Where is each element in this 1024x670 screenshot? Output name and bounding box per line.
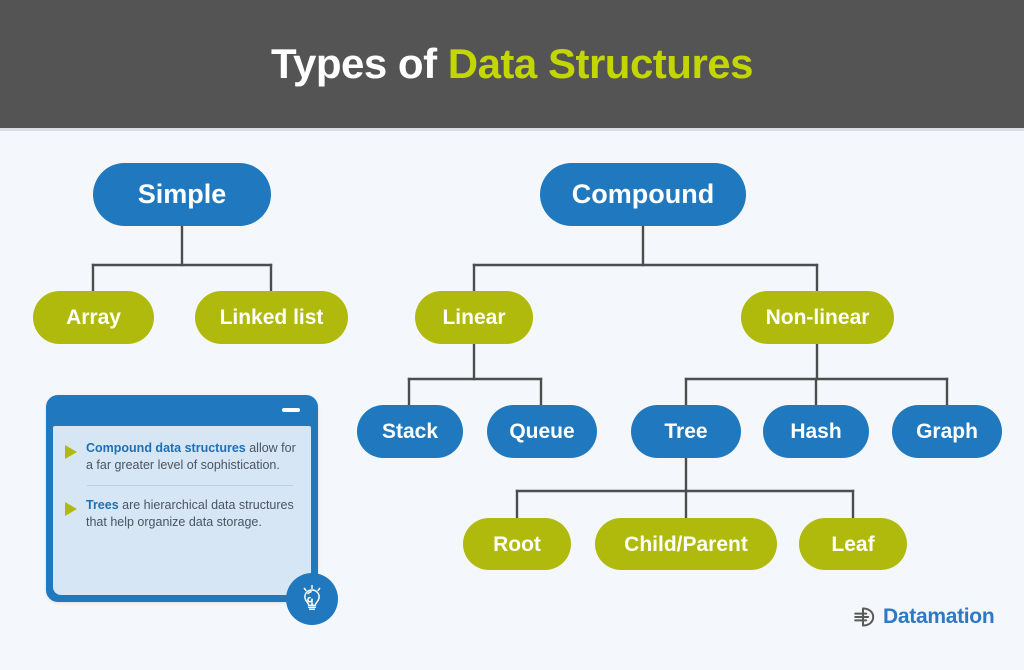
header-bar <box>0 0 1024 128</box>
node-linear[interactable]: Linear <box>415 291 533 344</box>
info-bullet-2-text: Trees are hierarchical data structures t… <box>86 497 297 531</box>
info-card-body: Compound data structures allow for a far… <box>53 426 311 595</box>
page-title-plain: Types of <box>270 40 448 87</box>
node-root[interactable]: Root <box>463 518 571 570</box>
info-bullet-2: Trees are hierarchical data structures t… <box>65 497 297 531</box>
node-stack[interactable]: Stack <box>357 405 463 458</box>
info-bullet-1-text: Compound data structures allow for a far… <box>86 440 297 474</box>
page-title-accent: Data Structures <box>447 40 754 87</box>
lightbulb-icon <box>286 573 338 625</box>
triangle-bullet-icon <box>65 501 77 516</box>
header-divider <box>0 128 1024 131</box>
node-array[interactable]: Array <box>33 291 154 344</box>
node-non-linear[interactable]: Non-linear <box>741 291 894 344</box>
lightbulb-glyph <box>303 584 321 611</box>
logo-text: Datamation <box>883 605 995 628</box>
page-title: Types of Data Structures <box>0 40 1024 88</box>
info-card-header <box>46 395 318 426</box>
node-hash[interactable]: Hash <box>763 405 869 458</box>
info-card-divider <box>87 484 293 486</box>
triangle-bullet-icon <box>65 445 77 459</box>
info-card: Compound data structures allow for a far… <box>46 395 318 602</box>
node-simple[interactable]: Simple <box>93 163 271 226</box>
info-bullet-2-lead: Trees <box>86 497 119 512</box>
node-child-parent[interactable]: Child/Parent <box>595 518 777 570</box>
datamation-logo-icon <box>854 607 875 627</box>
minus-icon[interactable] <box>282 408 300 412</box>
node-queue[interactable]: Queue <box>487 405 597 458</box>
node-graph[interactable]: Graph <box>892 405 1002 458</box>
node-linked-list[interactable]: Linked list <box>195 291 348 344</box>
node-compound[interactable]: Compound <box>540 163 746 226</box>
info-bullet-1-lead: Compound data structures <box>86 441 246 455</box>
node-leaf[interactable]: Leaf <box>799 518 907 570</box>
datamation-logo[interactable]: Datamation <box>852 604 995 630</box>
info-bullet-1-rest: allow for a far greater level of sophist… <box>86 441 296 472</box>
info-bullet-1: Compound data structures allow for a far… <box>65 440 297 474</box>
node-tree[interactable]: Tree <box>631 405 741 458</box>
info-bullet-2-rest: are hierarchical data structures that he… <box>86 497 294 529</box>
